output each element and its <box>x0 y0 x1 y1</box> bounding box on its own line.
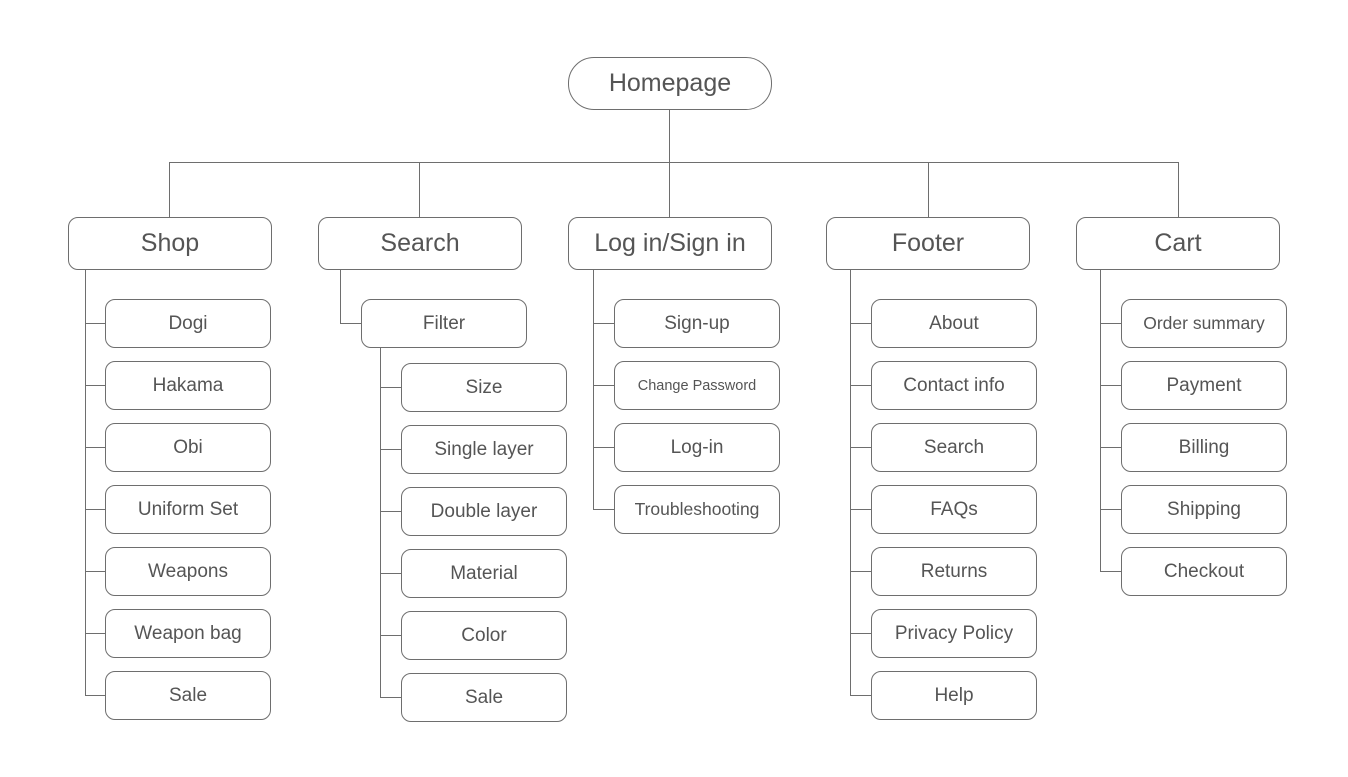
connector-filter-tick <box>380 387 401 388</box>
connector-cart-spine <box>1100 269 1101 572</box>
connector-shop-spine <box>85 269 86 696</box>
connector-cart-drop <box>1178 162 1179 217</box>
connector-login-tick <box>593 509 614 510</box>
connector-footer-tick <box>850 633 871 634</box>
connector-shop-tick <box>85 509 105 510</box>
node-filter-item: Sale <box>401 673 567 722</box>
node-filter-item: Double layer <box>401 487 567 536</box>
connector-login-tick <box>593 447 614 448</box>
node-cart: Cart <box>1076 217 1280 270</box>
connector-footer-tick <box>850 323 871 324</box>
connector-filter-tick <box>380 449 401 450</box>
connector-footer-tick <box>850 509 871 510</box>
node-login-item: Sign-up <box>614 299 780 348</box>
node-filter-item: Color <box>401 611 567 660</box>
connector-shop-tick <box>85 447 105 448</box>
connector-cart-tick <box>1100 323 1121 324</box>
node-cart-item: Billing <box>1121 423 1287 472</box>
connector-login-tick <box>593 323 614 324</box>
connector-filter-spine <box>380 347 381 698</box>
node-filter-item: Single layer <box>401 425 567 474</box>
connector-login-drop <box>669 162 670 217</box>
node-shop-item: Uniform Set <box>105 485 271 534</box>
connector-search-drop <box>419 162 420 217</box>
node-login-item: Log-in <box>614 423 780 472</box>
node-footer-item: About <box>871 299 1037 348</box>
connector-shop-tick <box>85 571 105 572</box>
node-shop-item: Sale <box>105 671 271 720</box>
node-footer-item: Returns <box>871 547 1037 596</box>
connector-root-down <box>669 109 670 163</box>
connector-shop-tick <box>85 385 105 386</box>
connector-top-bar <box>169 162 1179 163</box>
connector-login-spine <box>593 269 594 509</box>
node-footer-item: Privacy Policy <box>871 609 1037 658</box>
connector-filter-tick <box>380 697 401 698</box>
node-footer: Footer <box>826 217 1030 270</box>
node-footer-item: FAQs <box>871 485 1037 534</box>
connector-footer-tick <box>850 447 871 448</box>
node-shop-item: Weapons <box>105 547 271 596</box>
connector-cart-tick <box>1100 509 1121 510</box>
connector-shop-tick <box>85 695 105 696</box>
node-footer-item: Contact info <box>871 361 1037 410</box>
node-shop-item: Weapon bag <box>105 609 271 658</box>
node-login-signin: Log in/Sign in <box>568 217 772 270</box>
connector-footer-spine <box>850 269 851 696</box>
node-search: Search <box>318 217 522 270</box>
connector-filter-tick <box>380 635 401 636</box>
node-shop-item: Hakama <box>105 361 271 410</box>
connector-shop-tick <box>85 633 105 634</box>
connector-cart-tick <box>1100 385 1121 386</box>
connector-shop-tick <box>85 323 105 324</box>
connector-login-tick <box>593 385 614 386</box>
connector-footer-tick <box>850 571 871 572</box>
connector-filter-tick <box>380 511 401 512</box>
connector-cart-tick <box>1100 571 1121 572</box>
node-login-item: Troubleshooting <box>614 485 780 534</box>
node-filter: Filter <box>361 299 527 348</box>
node-cart-item: Payment <box>1121 361 1287 410</box>
node-filter-item: Size <box>401 363 567 412</box>
connector-footer-drop <box>928 162 929 217</box>
node-footer-item: Help <box>871 671 1037 720</box>
node-cart-item: Shipping <box>1121 485 1287 534</box>
connector-footer-tick <box>850 695 871 696</box>
node-filter-item: Material <box>401 549 567 598</box>
connector-search-tick <box>340 323 361 324</box>
node-cart-item: Checkout <box>1121 547 1287 596</box>
node-shop-item: Dogi <box>105 299 271 348</box>
connector-footer-tick <box>850 385 871 386</box>
connector-cart-tick <box>1100 447 1121 448</box>
node-login-item: Change Password <box>614 361 780 410</box>
node-footer-item: Search <box>871 423 1037 472</box>
connector-shop-drop <box>169 162 170 217</box>
connector-search-spine <box>340 269 341 323</box>
connector-filter-tick <box>380 573 401 574</box>
node-homepage: Homepage <box>568 57 772 110</box>
node-cart-item: Order summary <box>1121 299 1287 348</box>
node-shop-item: Obi <box>105 423 271 472</box>
node-shop: Shop <box>68 217 272 270</box>
